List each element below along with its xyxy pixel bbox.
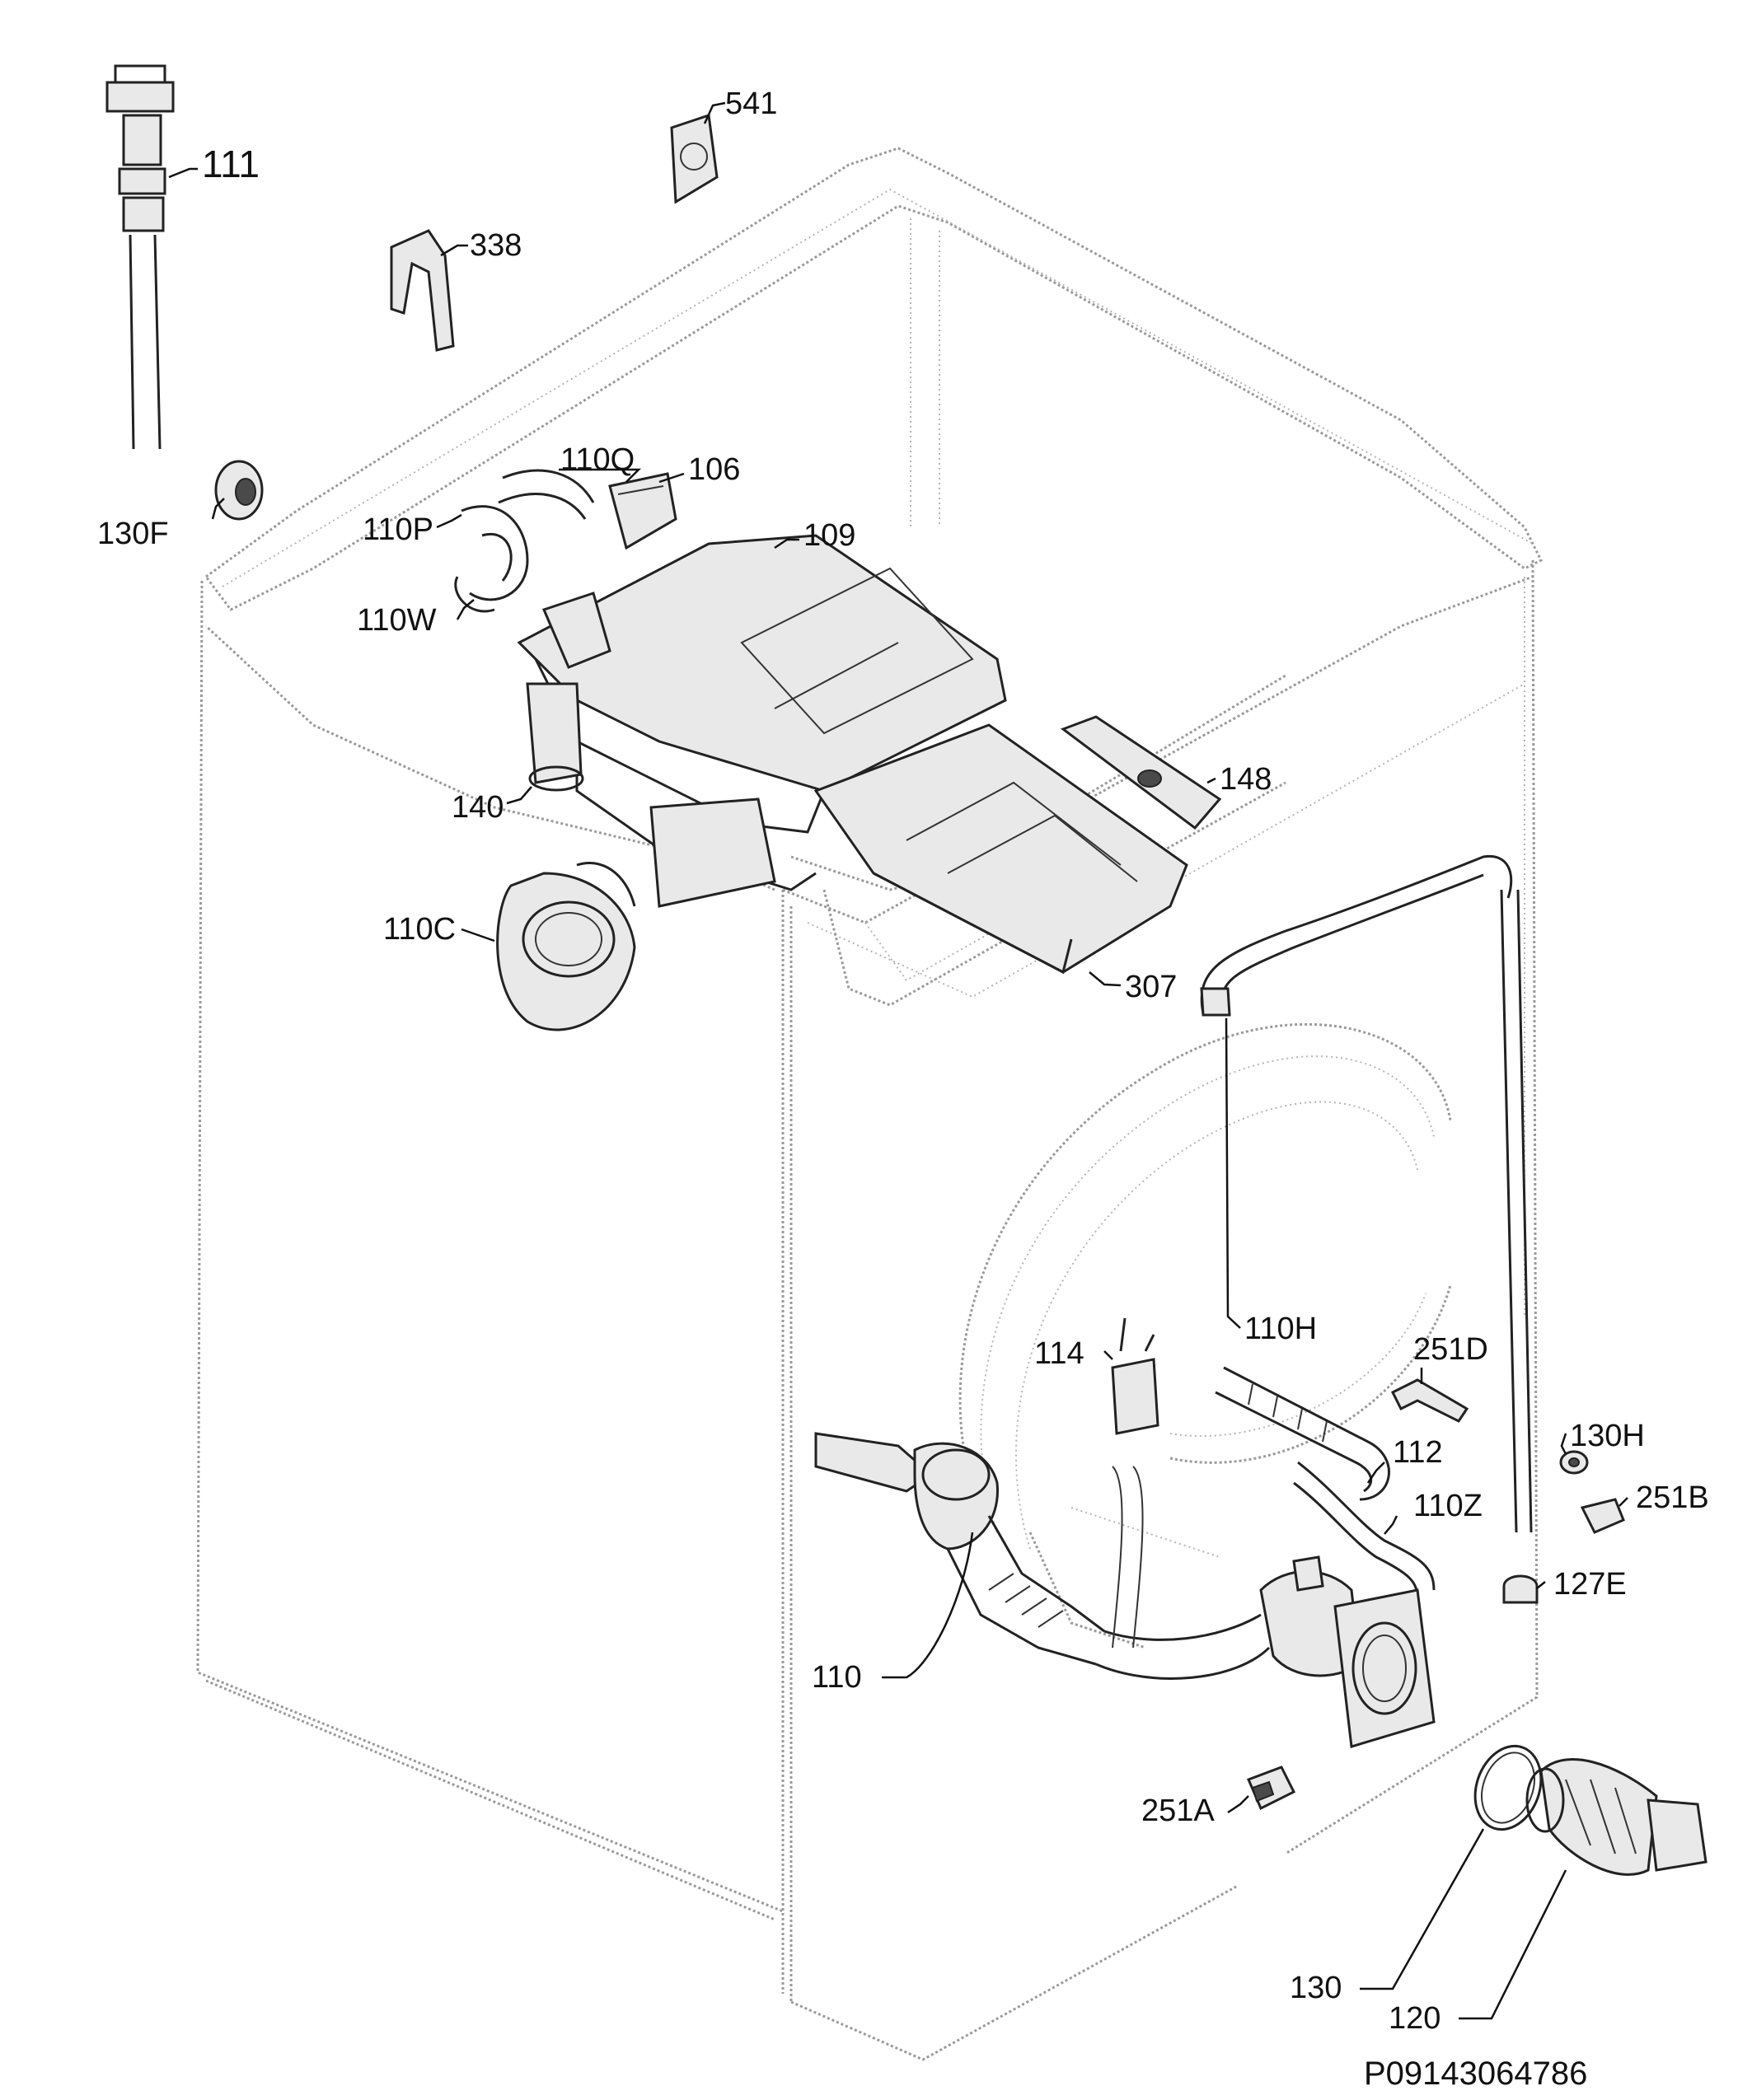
callout-251D: 251D — [1413, 1332, 1488, 1367]
callout-112: 112 — [1393, 1435, 1443, 1470]
callout-110P: 110P — [363, 512, 433, 547]
callout-140: 140 — [452, 790, 504, 825]
callout-110: 110 — [812, 1660, 862, 1695]
callout-338: 338 — [470, 228, 522, 263]
cabinet-outline — [196, 147, 1544, 2061]
callout-106: 106 — [688, 452, 740, 487]
callout-541: 541 — [725, 87, 777, 121]
callout-110Q: 110Q — [560, 442, 635, 477]
callout-148: 148 — [1220, 762, 1272, 797]
pressure-switch-114 — [1111, 1317, 1159, 1435]
callout-109: 109 — [803, 518, 855, 553]
callout-110W: 110W — [357, 603, 437, 638]
drawer-307 — [813, 723, 1188, 975]
callout-110Z: 110Z — [1413, 1489, 1483, 1523]
hose-110Z — [1293, 1461, 1436, 1599]
seal-ring-130 — [1473, 1744, 1543, 1831]
bracket-541 — [670, 114, 719, 204]
handle-148 — [1060, 715, 1222, 830]
callout-127E: 127E — [1553, 1567, 1627, 1602]
pump-filter-120 — [1525, 1758, 1707, 1876]
pump-housing — [1259, 1555, 1436, 1748]
plug-130H — [1559, 1450, 1589, 1475]
inlet-hoses-110PQW — [454, 469, 677, 613]
callout-110H: 110H — [1244, 1312, 1317, 1346]
callout-111: 111 — [202, 143, 260, 185]
diagram-reference-number: P09143064786 — [1364, 2056, 1587, 2092]
clip-251A — [1247, 1766, 1296, 1811]
callout-130F: 130F — [97, 517, 169, 551]
sump-hose-110 — [814, 1432, 1271, 1680]
callout-307: 307 — [1125, 970, 1177, 1004]
leader-lines — [168, 101, 1628, 2020]
corrugated-hose-112 — [1215, 1366, 1390, 1501]
clip-251D — [1390, 1378, 1469, 1423]
callout-251B: 251B — [1636, 1480, 1709, 1515]
callout-130: 130 — [1290, 1971, 1342, 2005]
dispenser-housing-109 — [517, 534, 1007, 908]
callout-130H: 130H — [1570, 1419, 1645, 1453]
callout-251A: 251A — [1141, 1794, 1215, 1828]
clip-251B — [1580, 1498, 1625, 1534]
inlet-hose-111 — [105, 64, 175, 450]
callout-110C: 110C — [383, 912, 456, 947]
foot-127E — [1502, 1574, 1539, 1604]
callout-114: 114 — [1034, 1336, 1084, 1371]
plug-130F — [214, 460, 264, 521]
bellows-110C — [496, 861, 636, 1031]
hose-clip-338 — [390, 229, 455, 352]
callout-120: 120 — [1389, 2001, 1440, 2036]
hose-110H — [1200, 854, 1533, 1533]
